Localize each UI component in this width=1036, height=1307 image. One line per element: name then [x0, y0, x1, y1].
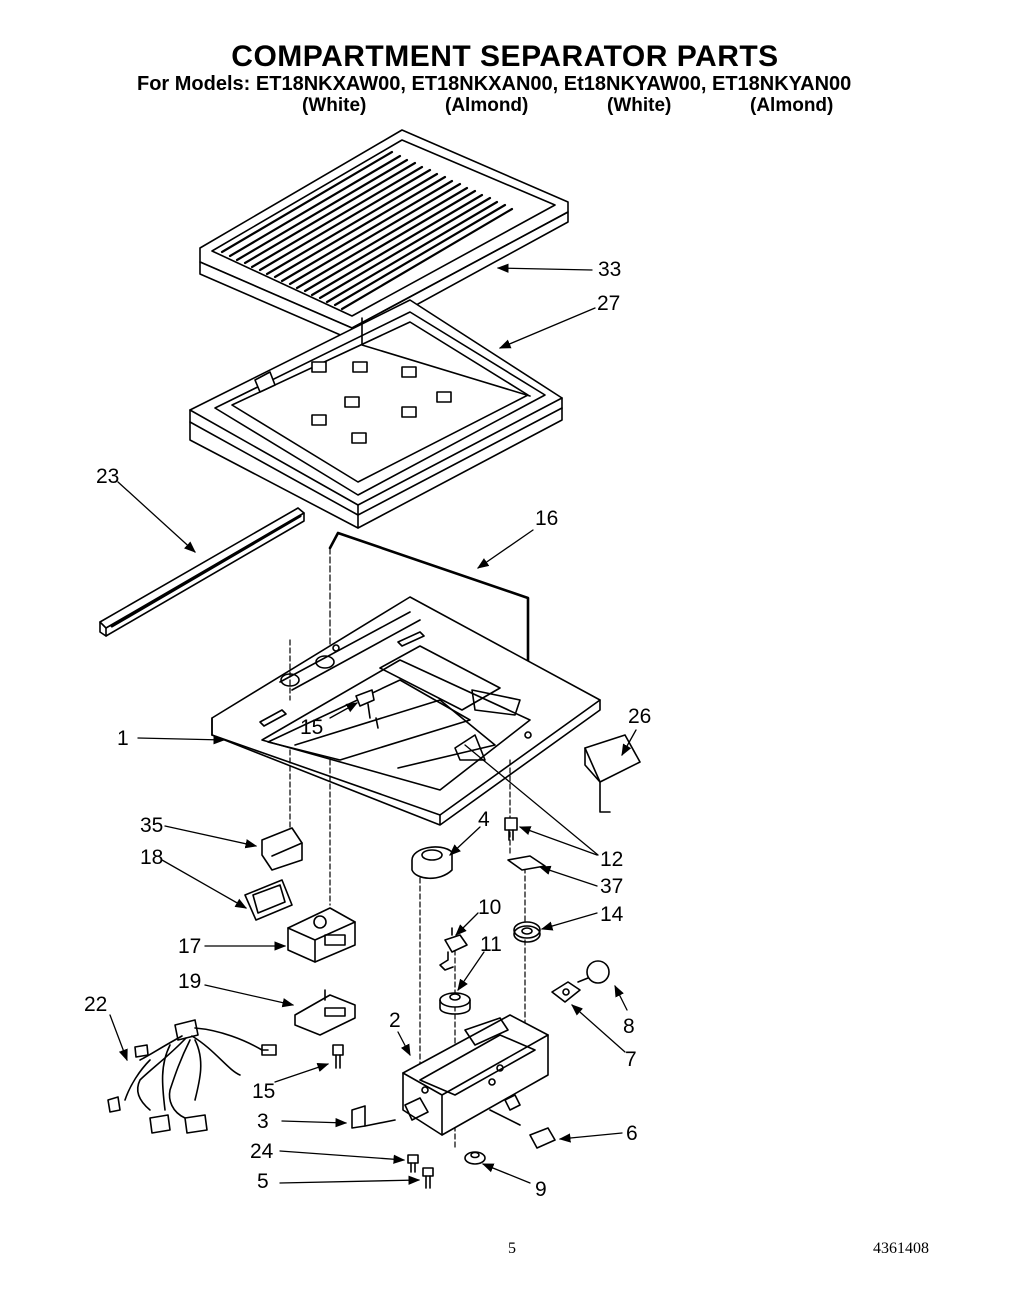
lamp-bulb-part	[578, 961, 609, 983]
wiring-harness-part	[108, 1020, 276, 1133]
control-housing-part	[403, 1015, 548, 1135]
screw-part-upper	[356, 690, 378, 728]
callout-17: 17	[178, 935, 202, 958]
lamp-socket-part	[552, 982, 580, 1002]
callout-10: 10	[478, 896, 502, 919]
variant-label-2: (Almond)	[445, 95, 529, 116]
callout-4: 4	[478, 808, 490, 831]
callout-9: 9	[535, 1178, 547, 1201]
thermostat-part	[440, 928, 467, 970]
clip-part	[262, 828, 302, 870]
cover-part	[585, 735, 640, 812]
callout-23: 23	[96, 465, 120, 488]
variant-label-4: (Almond)	[750, 95, 834, 116]
callout-8: 8	[623, 1015, 635, 1038]
callout-19: 19	[178, 970, 202, 993]
callout-2: 2	[389, 1009, 401, 1032]
callout-16: 16	[535, 507, 559, 530]
callout-7: 7	[625, 1048, 637, 1071]
variant-label-3: (White)	[607, 95, 672, 116]
models-line: For Models: ET18NKXAW00, ET18NKXAN00, Et…	[137, 73, 852, 95]
callout-24: 24	[250, 1140, 274, 1163]
bezel-part	[245, 880, 292, 920]
callout-3: 3	[257, 1110, 269, 1133]
nut-part	[465, 1152, 485, 1164]
callout-18: 18	[140, 846, 164, 869]
thermostat-housing-part	[412, 847, 452, 878]
callout-14: 14	[600, 903, 624, 926]
separator-tray-part	[190, 300, 562, 528]
page-number: 5	[508, 1240, 516, 1257]
small-clip-part	[352, 1106, 395, 1128]
callout-22: 22	[84, 993, 108, 1016]
page-title: COMPARTMENT SEPARATOR PARTS	[231, 40, 779, 73]
callout-37: 37	[600, 875, 624, 898]
connector-part	[490, 1110, 555, 1148]
label-part	[508, 856, 545, 870]
callout-27: 27	[597, 292, 621, 315]
callout-33: 33	[598, 258, 622, 281]
knob-part	[514, 922, 540, 942]
screw-part-lower	[333, 1045, 343, 1068]
callout-6: 6	[626, 1122, 638, 1145]
callout-26: 26	[628, 705, 652, 728]
screw-part-24	[408, 1155, 418, 1172]
separator-base-part	[212, 597, 600, 825]
callout-11: 11	[480, 933, 502, 956]
callout-12: 12	[600, 848, 624, 871]
control-knob-part	[440, 993, 470, 1014]
document-number: 4361408	[873, 1240, 929, 1257]
bracket-part	[295, 990, 355, 1035]
callout-1: 1	[117, 727, 129, 750]
screw-part-12	[505, 818, 517, 840]
callout-15-upper: 15	[300, 716, 324, 739]
callout-5: 5	[257, 1170, 269, 1193]
screw-part-5	[423, 1168, 433, 1188]
housing-part	[288, 908, 355, 962]
grille-cover-part	[200, 130, 568, 340]
leader-lines	[110, 263, 636, 1185]
callout-15-lower: 15	[252, 1080, 276, 1103]
trim-strip-part	[100, 508, 304, 636]
variant-label-1: (White)	[302, 95, 367, 116]
callout-35: 35	[140, 814, 164, 837]
